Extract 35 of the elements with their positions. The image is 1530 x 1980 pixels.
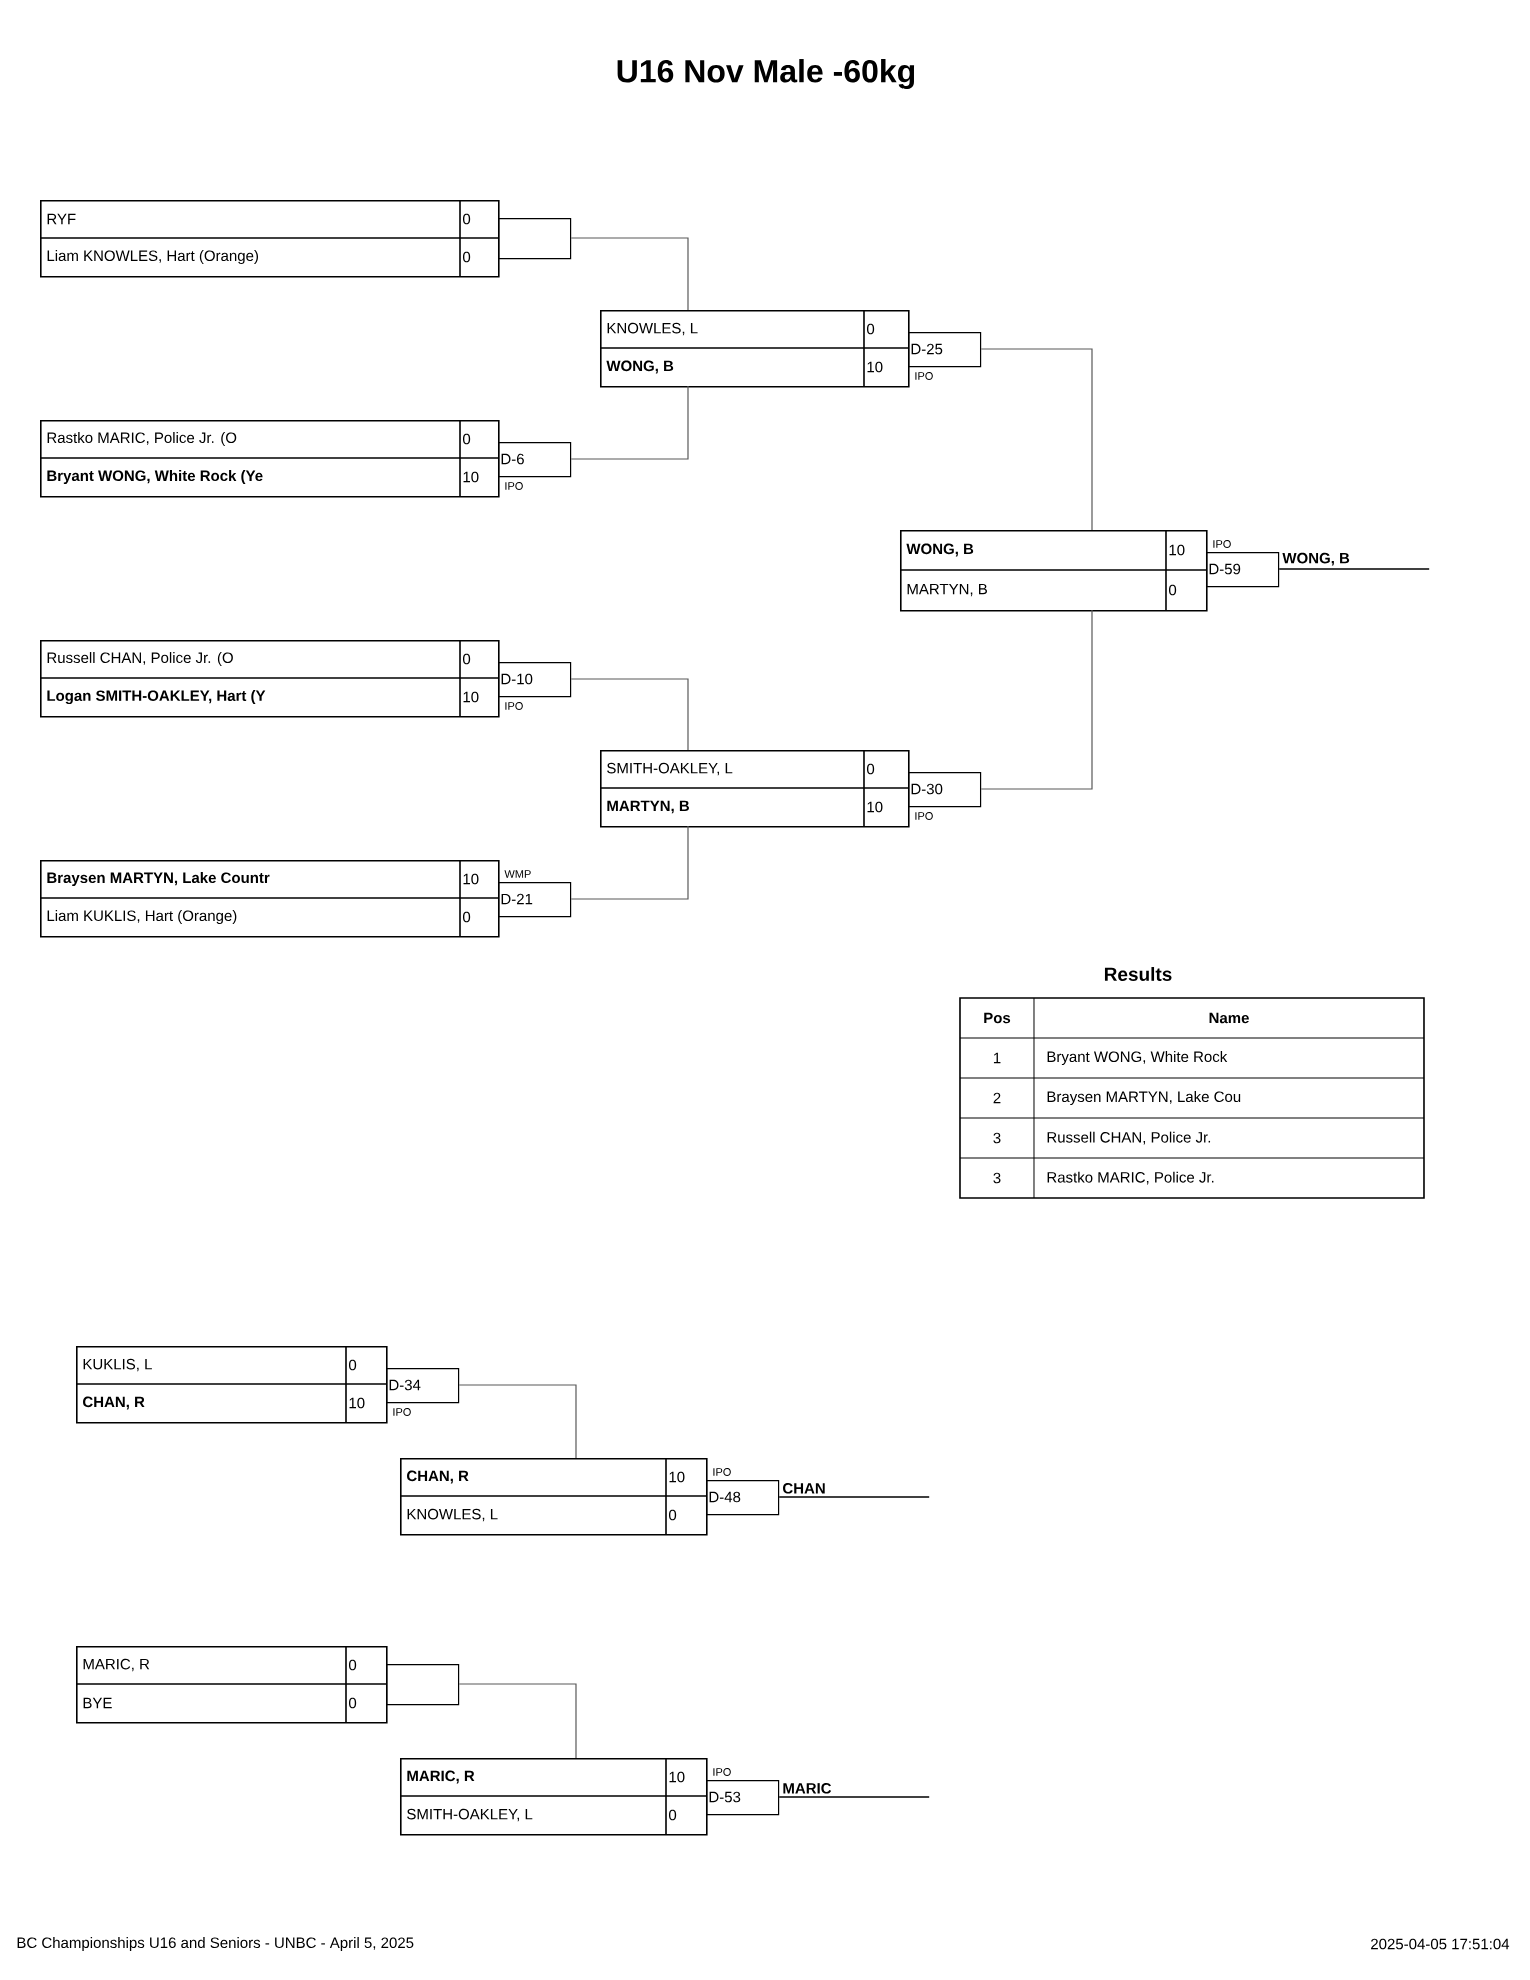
match-box (75, 1345, 388, 1424)
bracket-line (980, 609, 1093, 790)
winner-line (1278, 568, 1430, 570)
match-box (399, 1457, 708, 1536)
match-number-box (908, 772, 982, 808)
match-number-box (706, 1480, 780, 1516)
bracket-box (498, 218, 572, 260)
winner-line (778, 1796, 930, 1798)
match-box (599, 749, 910, 828)
title: U16 Nov Male -60kg (617, 59, 915, 89)
match-number-box (908, 332, 982, 368)
table-title: Results (1104, 967, 1172, 981)
match-box (399, 1757, 708, 1836)
match-number-box (498, 662, 572, 698)
match-box (39, 859, 500, 938)
bracket-box (386, 1664, 460, 1706)
match-box (75, 1645, 388, 1724)
match-number-box (498, 442, 572, 478)
winner-line (778, 1496, 930, 1498)
match-number-box (498, 882, 572, 918)
bracket-line (458, 1384, 577, 1459)
match-number-box (1206, 552, 1280, 588)
bracket-line (570, 385, 689, 460)
match-box (39, 199, 500, 278)
match-number-box (386, 1368, 460, 1404)
match-number-box (706, 1780, 780, 1816)
match-box (899, 529, 1208, 612)
bracket-line (570, 237, 689, 311)
bracket-line (570, 678, 689, 751)
match-box (39, 639, 500, 718)
bracket-line (458, 1683, 577, 1759)
match-box (599, 309, 910, 388)
match-box (39, 419, 500, 498)
bracket-line (570, 825, 689, 900)
bracket-line (980, 348, 1093, 531)
